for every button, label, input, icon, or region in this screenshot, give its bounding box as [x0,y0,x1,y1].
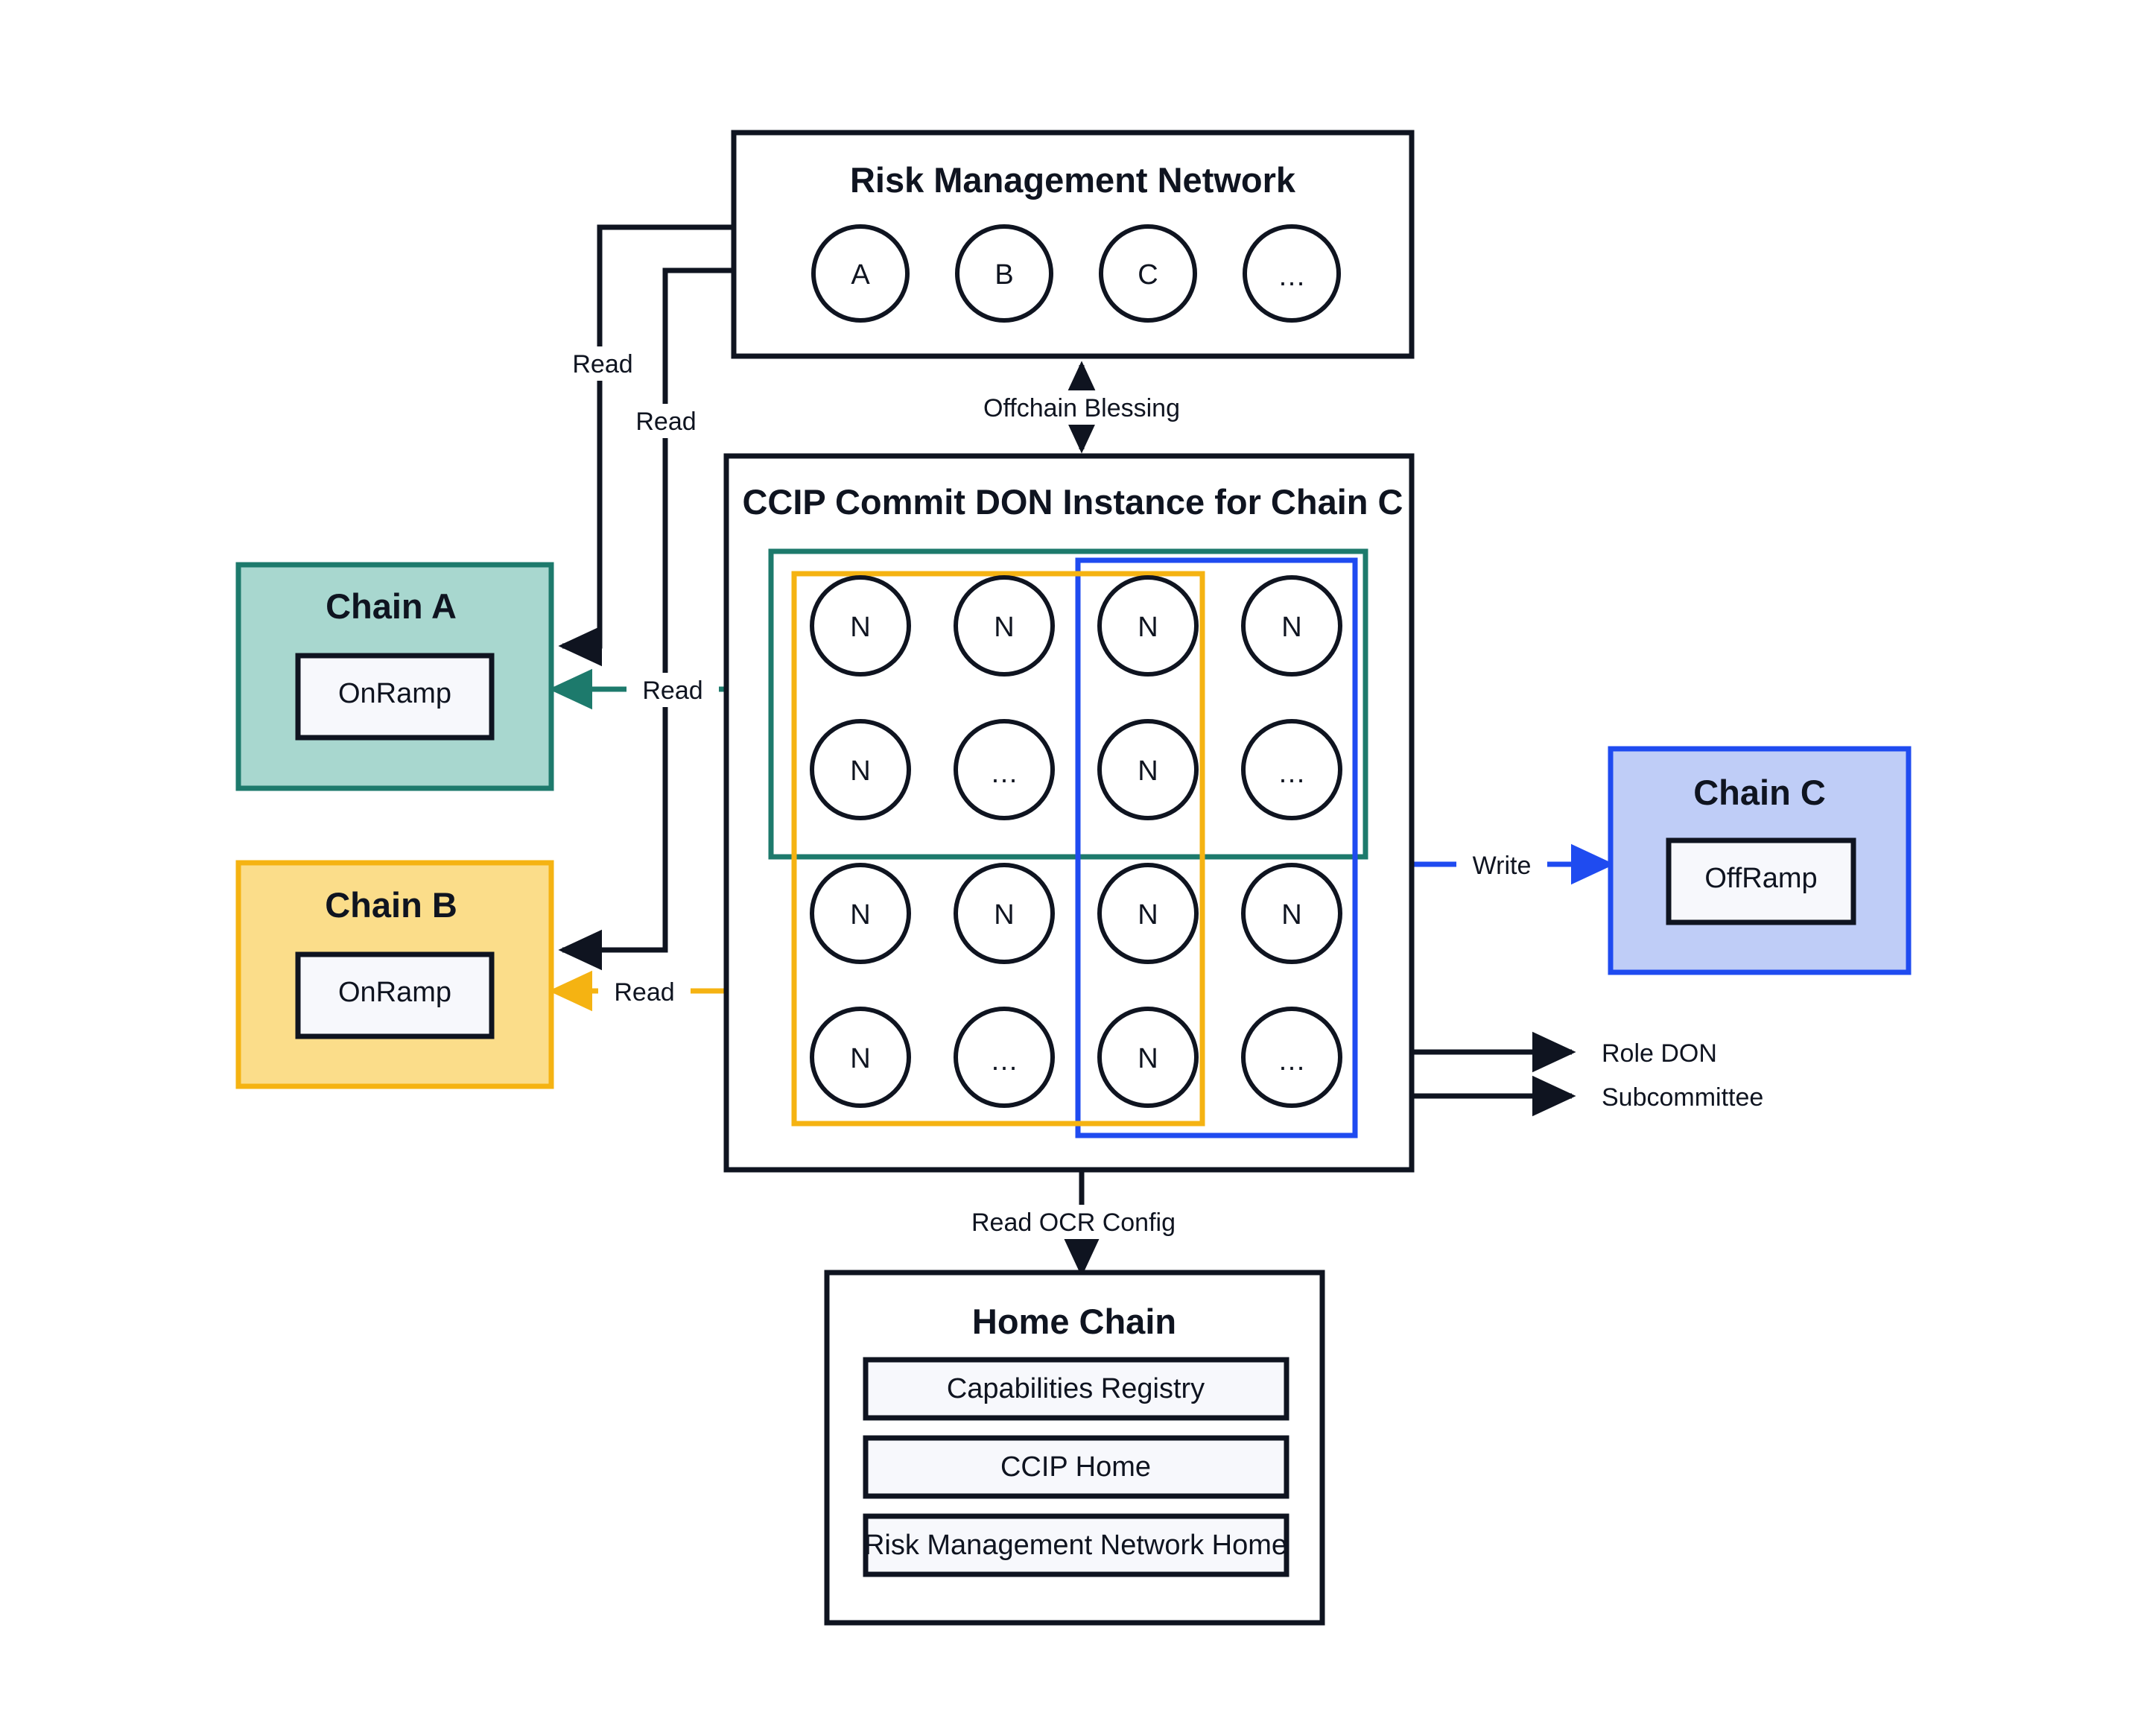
svg-text:Read: Read [635,408,696,436]
svg-text:Offchain Blessing: Offchain Blessing [983,394,1180,422]
chain-c-title: Chain C [1693,773,1826,812]
rmn-node-label: … [1278,261,1306,292]
label-offchain-blessing: Offchain Blessing [975,390,1197,425]
don-node-label: N [1281,899,1301,931]
rmn-node: … [1243,224,1341,323]
rmn-node: B [955,224,1053,323]
don-node: N [954,863,1055,964]
chain-c-offramp-label: OffRamp [1704,863,1817,894]
chain-b-onramp-label: OnRamp [338,977,451,1008]
don-node-label: … [990,1045,1018,1077]
chain-a-box: Chain A OnRamp [235,562,554,791]
don-node-label: … [990,758,1018,789]
don-node-label: N [1138,755,1158,787]
commit-don-box: CCIP Commit DON Instance for Chain C N N… [723,453,1415,1173]
don-node-label: N [850,612,870,643]
home-chain-contract-label: Risk Management Network Home [864,1530,1287,1561]
home-chain-contract: Capabilities Registry [863,1357,1289,1421]
home-chain-title: Home Chain [972,1302,1176,1341]
label-read-rmn-chain-b: Read [624,404,708,438]
don-node: … [1241,1007,1342,1108]
home-chain-contract-label: CCIP Home [1000,1451,1151,1483]
svg-text:Role DON: Role DON [1602,1039,1717,1068]
rmn-node-label: C [1138,259,1158,291]
chain-a-title: Chain A [326,586,457,626]
don-node: N [810,575,911,677]
don-node-label: N [1281,612,1301,643]
don-node: N [810,863,911,964]
rmn-title: Risk Management Network [850,160,1296,200]
svg-text:Read: Read [572,350,632,378]
role-don-orange-overlay [791,571,1205,1127]
don-node: N [1097,863,1199,964]
don-node-label: N [850,1043,870,1074]
svg-text:Read OCR Config: Read OCR Config [971,1208,1176,1237]
don-node: N [1097,575,1199,677]
legend-subcommittee: Subcommittee [1602,1083,1763,1112]
label-read-rmn-chain-a: Read [561,346,644,381]
don-node: … [954,719,1055,820]
chain-b-box: Chain B OnRamp [235,860,554,1089]
don-node: N [1241,863,1342,964]
don-node: … [954,1007,1055,1108]
rmn-node: C [1099,224,1197,323]
edge-read-rmn-to-chain-a [558,224,734,667]
label-read-don-chain-b: Read [598,975,691,1009]
chain-c-box: Chain C OffRamp [1608,746,1912,975]
don-node-label: N [1138,1043,1158,1074]
svg-text:Write: Write [1473,852,1532,880]
don-node: N [1097,719,1199,820]
rmn-node-label: A [851,259,870,291]
don-node: N [1097,1007,1199,1108]
edge-read-rmn-to-chain-b [558,267,734,971]
svg-text:Subcommittee: Subcommittee [1602,1083,1763,1112]
don-node-label: N [850,899,870,931]
svg-text:Read: Read [642,677,702,705]
don-node-label: … [1278,1045,1306,1077]
home-chain-contract: CCIP Home [863,1435,1289,1499]
don-node-label: N [1138,899,1158,931]
rmn-node-label: B [994,259,1013,291]
don-node-label: … [1278,758,1306,789]
don-node: N [810,719,911,820]
don-node: N [810,1007,911,1108]
subcommittee-blue-overlay [1075,557,1358,1138]
chain-b-title: Chain B [325,885,457,925]
don-node-label: N [994,612,1014,643]
svg-text:Read: Read [614,978,674,1007]
don-node: … [1241,719,1342,820]
label-write-don-chain-c: Write [1456,848,1547,882]
legend-role-don: Role DON [1602,1039,1717,1068]
label-read-don-chain-a: Read [626,673,719,707]
home-chain-contract: Risk Management Network Home [863,1513,1289,1577]
home-chain-box: Home Chain Capabilities Registry CCIP Ho… [824,1270,1325,1626]
commit-don-title: CCIP Commit DON Instance for Chain C [742,482,1403,522]
don-node-label: N [850,755,870,787]
don-node-label: N [1138,612,1158,643]
rmn-node: A [811,224,910,323]
don-node: N [954,575,1055,677]
home-chain-contract-label: Capabilities Registry [947,1373,1205,1404]
chain-a-onramp-label: OnRamp [338,678,451,709]
risk-management-network-box: Risk Management Network A B C … [731,130,1415,359]
don-node: N [1241,575,1342,677]
label-read-ocr-config: Read OCR Config [971,1205,1184,1239]
role-don-teal-overlay [768,548,1368,860]
don-node-label: N [994,899,1014,931]
